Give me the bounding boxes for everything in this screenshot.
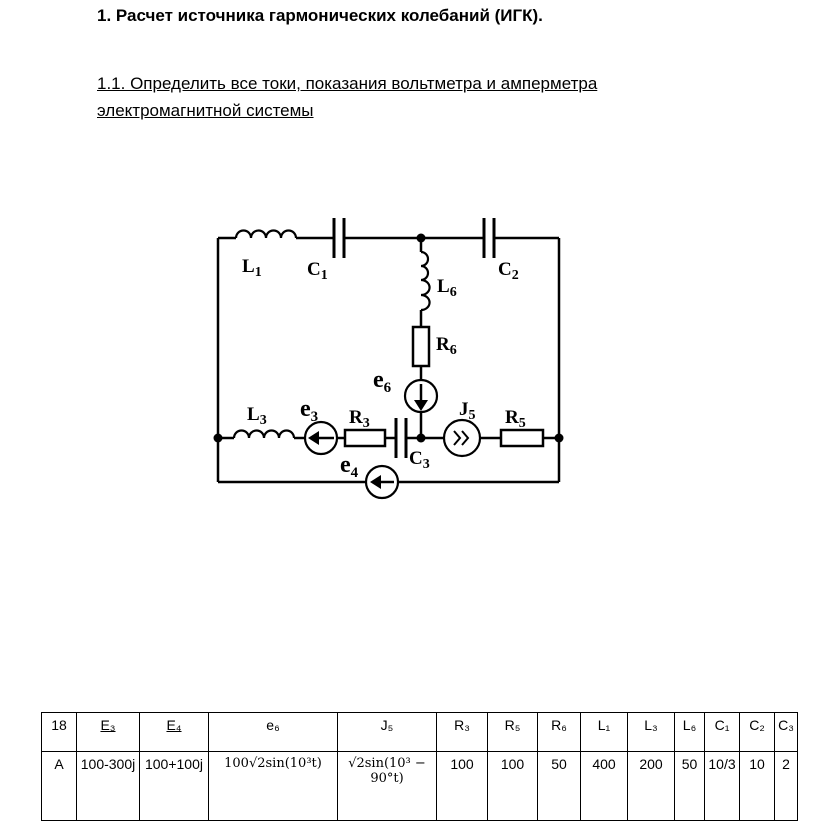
table-header-cell: 18: [41, 712, 77, 752]
table-header-cell: L₁: [580, 712, 628, 752]
inductor-l1: [234, 229, 298, 239]
table-cell: 400: [580, 751, 628, 821]
table-header-row: 18 E₃ E₄ e₆ J₅ R₃ R₅ R₆ L₁ L₃ L₆ C₁ C₂ C…: [41, 712, 798, 752]
resistor-r5: [499, 428, 545, 448]
table-header-cell: R₆: [537, 712, 581, 752]
table-header-cell: R₃: [436, 712, 488, 752]
label-c3: C3: [409, 448, 430, 472]
table-cell: 50: [674, 751, 705, 821]
voltage-source-e4: [364, 464, 400, 500]
capacitor-c2: [482, 218, 496, 258]
voltage-source-e3: [303, 420, 339, 456]
label-e3: e3: [300, 396, 318, 425]
table-header-cell: E₄: [139, 712, 209, 752]
label-j5: J5: [459, 399, 476, 423]
label-r5: R5: [505, 407, 526, 431]
parameters-table: 18 E₃ E₄ e₆ J₅ R₃ R₅ R₆ L₁ L₃ L₆ C₁ C₂ C…: [41, 712, 798, 821]
circuit-diagram: L1 C1 C2 L6 R6 e6 L3 e3 R3 J5 R5 C3 e4: [213, 218, 564, 500]
node-top: [416, 233, 426, 243]
label-c1: C1: [307, 259, 328, 283]
table-cell: 50: [537, 751, 581, 821]
table-cell: 100√2sin(10³t): [208, 751, 338, 821]
label-e4: e4: [340, 452, 359, 481]
table-cell: 100+100j: [139, 751, 209, 821]
table-header-cell: J₅: [337, 712, 437, 752]
table-cell: 10: [739, 751, 775, 821]
capacitor-c1: [332, 218, 346, 258]
table-cell: 200: [627, 751, 675, 821]
inductor-l3: [232, 429, 296, 439]
table-cell: 2: [774, 751, 798, 821]
table-cell: A: [41, 751, 77, 821]
table-cell: √2sin(10³ − 90°t): [337, 751, 437, 821]
resistor-r3: [343, 428, 387, 448]
label-l1: L1: [242, 256, 262, 280]
task-statement: 1.1. Определить все токи, показания воль…: [97, 74, 598, 120]
label-l3: L3: [247, 404, 267, 428]
section-title: 1. Расчет источника гармонических колеба…: [97, 6, 543, 25]
table-cell: 100: [487, 751, 538, 821]
table-header-cell: L₆: [674, 712, 705, 752]
table-cell: 100-300j: [76, 751, 140, 821]
current-source-j5: [442, 418, 482, 458]
capacitor-c3: [394, 418, 408, 458]
label-e6: e6: [373, 367, 392, 396]
label-l6: L6: [437, 276, 457, 300]
table-cell: 100: [436, 751, 488, 821]
node-center: [416, 433, 426, 443]
table-header-cell: C₂: [739, 712, 775, 752]
label-c2: C2: [498, 259, 519, 283]
table-cell: 10/3: [704, 751, 740, 821]
node-right: [554, 433, 564, 443]
table-header-cell: L₃: [627, 712, 675, 752]
table-header-cell: C₁: [704, 712, 740, 752]
node-left: [213, 433, 223, 443]
table-header-cell: R₅: [487, 712, 538, 752]
table-header-cell: e₆: [208, 712, 338, 752]
inductor-l6: [420, 250, 431, 312]
table-row: A 100-300j 100+100j 100√2sin(10³t) √2sin…: [41, 751, 798, 821]
table-header-cell: E₃: [76, 712, 140, 752]
resistor-r6: [411, 325, 431, 368]
table-header-cell: C₃: [774, 712, 798, 752]
label-r3: R3: [349, 407, 370, 431]
label-r6: R6: [436, 334, 457, 358]
voltage-source-e6: [403, 378, 439, 414]
